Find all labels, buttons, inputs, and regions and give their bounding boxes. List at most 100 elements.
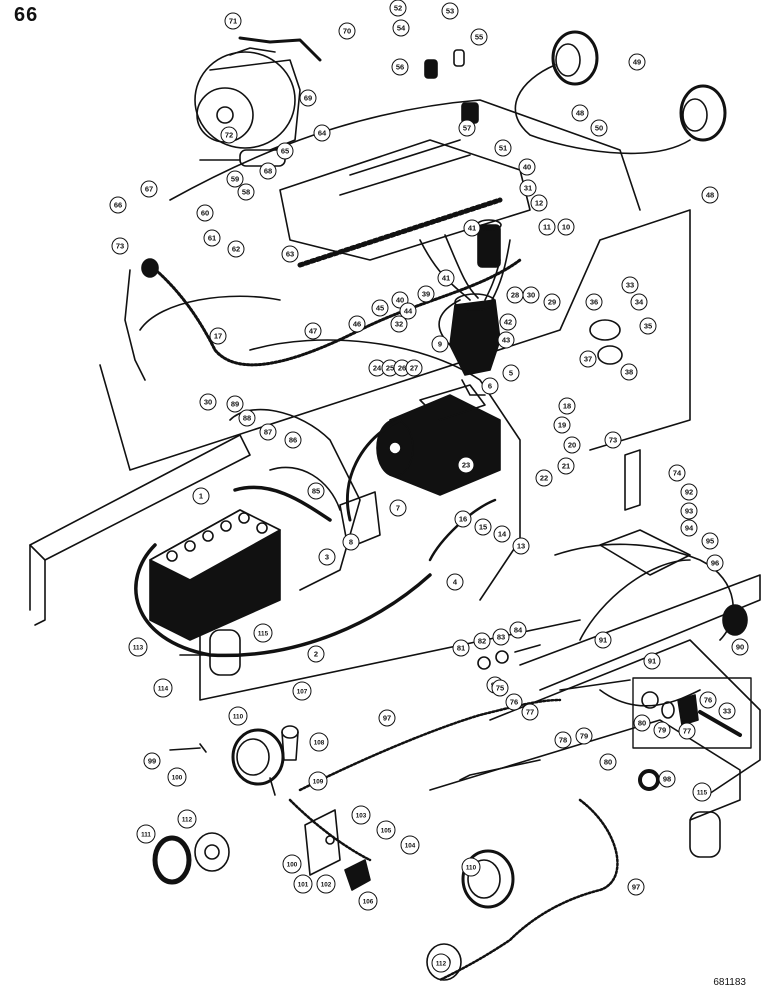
callout-97: 97 (378, 709, 396, 727)
callout-number: 114 (158, 686, 169, 693)
callout-64: 64 (313, 124, 331, 142)
callout-55: 55 (470, 28, 488, 46)
callout-number: 115 (697, 790, 708, 797)
callout-107: 107 (292, 681, 312, 701)
callout-number: 108 (314, 740, 325, 747)
callout-76: 76 (505, 693, 523, 711)
callout-number: 63 (286, 250, 294, 259)
callout-number: 93 (685, 507, 693, 516)
callout-13: 13 (512, 537, 530, 555)
harness-branch (124, 269, 146, 381)
callout-14: 14 (493, 525, 511, 543)
callout-73: 73 (604, 431, 622, 449)
callout-number: 115 (258, 631, 269, 638)
callout-41: 41 (463, 219, 481, 237)
callout-46: 46 (348, 315, 366, 333)
callout-86: 86 (284, 431, 302, 449)
callout-number: 13 (517, 542, 525, 551)
callout-number: 15 (479, 523, 487, 532)
oil-sender (424, 49, 465, 79)
callout-number: 105 (381, 828, 392, 835)
callout-76: 76 (699, 691, 717, 709)
callout-number: 85 (312, 487, 320, 496)
callout-number: 77 (526, 708, 534, 717)
callout-number: 59 (231, 175, 239, 184)
callout-11: 11 (538, 218, 556, 236)
callout-96: 96 (706, 554, 724, 572)
work-light-lower (461, 849, 515, 909)
callout-number: 38 (625, 368, 633, 377)
callout-36: 36 (585, 293, 603, 311)
callout-number: 75 (496, 684, 504, 693)
callout-number: 42 (504, 318, 512, 327)
callout-19: 19 (553, 416, 571, 434)
starter-gasket (339, 491, 381, 549)
callout-number: 95 (706, 537, 714, 546)
callout-29: 29 (543, 293, 561, 311)
callout-number: 90 (736, 643, 744, 652)
callout-number: 41 (442, 274, 450, 283)
callout-100: 100 (282, 854, 302, 874)
callout-number: 56 (396, 63, 404, 72)
callout-number: 66 (114, 201, 122, 210)
callout-49: 49 (628, 53, 646, 71)
work-light-upper (231, 728, 285, 796)
callout-number: 54 (397, 24, 406, 33)
callout-15: 15 (474, 518, 492, 536)
callout-number: 48 (576, 109, 584, 118)
callout-69: 69 (299, 89, 317, 107)
callout-84: 84 (509, 621, 527, 639)
callout-number: 30 (527, 291, 535, 300)
callout-number: 6 (488, 382, 492, 391)
callout-82: 82 (473, 632, 491, 650)
callout-number: 103 (356, 813, 367, 820)
callout-number: 25 (386, 364, 394, 373)
callout-number: 80 (604, 758, 612, 767)
callout-81: 81 (452, 639, 470, 657)
callout-62: 62 (227, 240, 245, 258)
callout-number: 58 (242, 188, 250, 197)
callout-110: 110 (228, 706, 248, 726)
callout-58: 58 (237, 183, 255, 201)
callout-112: 112 (177, 809, 197, 829)
callout-number: 99 (148, 757, 156, 766)
ground-cable-4 (428, 498, 497, 562)
starter-motor (376, 384, 501, 496)
callout-111: 111 (136, 824, 156, 844)
callout-number: 110 (233, 714, 244, 721)
callout-number: 72 (225, 131, 233, 140)
callout-71: 71 (224, 12, 242, 30)
callout-70: 70 (338, 22, 356, 40)
callout-38: 38 (620, 363, 638, 381)
callout-number: 110 (466, 865, 477, 872)
callout-number: 94 (685, 524, 694, 533)
callout-number: 61 (208, 234, 216, 243)
callout-80: 80 (633, 714, 651, 732)
callout-number: 31 (524, 184, 532, 193)
callout-number: 36 (590, 298, 598, 307)
callout-103: 103 (351, 805, 371, 825)
callout-number: 91 (599, 636, 607, 645)
callout-number: 81 (457, 644, 465, 653)
oil-pressure-fitting (477, 644, 541, 670)
callout-79: 79 (653, 721, 671, 739)
callout-93: 93 (680, 502, 698, 520)
callout-52: 52 (389, 0, 407, 17)
callout-number: 65 (281, 147, 289, 156)
callout-57: 57 (458, 119, 476, 137)
callout-number: 84 (514, 626, 523, 635)
callout-34: 34 (630, 293, 648, 311)
callout-30: 30 (522, 286, 540, 304)
callout-17: 17 (209, 327, 227, 345)
grommet-right (638, 769, 660, 791)
light-switch (344, 859, 371, 891)
callout-56: 56 (391, 58, 409, 76)
callout-115: 115 (253, 623, 273, 643)
callout-77: 77 (678, 722, 696, 740)
callout-22: 22 (535, 469, 553, 487)
callout-number: 33 (723, 707, 731, 716)
callout-number: 51 (499, 144, 507, 153)
